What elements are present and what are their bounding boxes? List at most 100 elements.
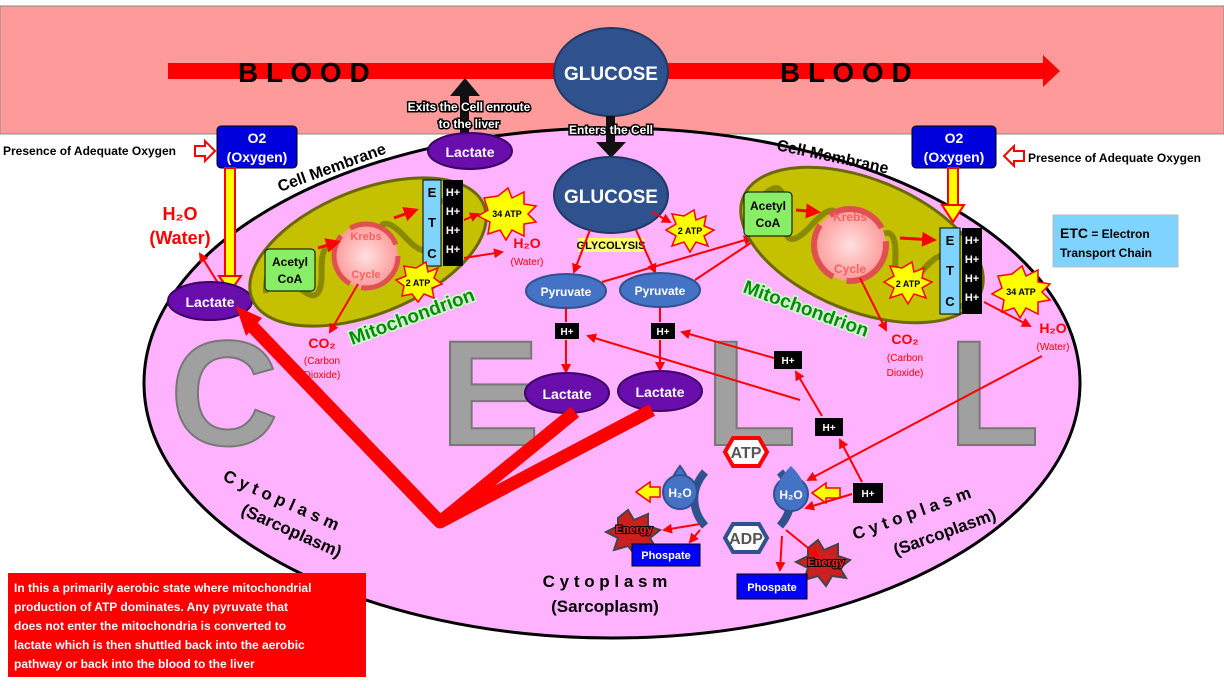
svg-text:Lactate: Lactate: [185, 294, 234, 310]
water-mito-left-word: (Water): [511, 257, 544, 268]
svg-text:H+: H+: [965, 273, 979, 285]
svg-text:Pyruvate: Pyruvate: [635, 284, 686, 298]
note-line-5: pathway or back into the blood to the li…: [14, 657, 255, 671]
co2-left: CO₂: [308, 335, 335, 351]
svg-text:Energy: Energy: [807, 557, 845, 569]
svg-text:ADP: ADP: [729, 531, 763, 548]
svg-text:Krebs: Krebs: [350, 231, 381, 243]
h2o-drop-left: H₂O: [662, 464, 698, 510]
cell-letters: C E L L: [169, 308, 1041, 478]
svg-text:ETC = Electron: ETC = Electron: [1060, 225, 1150, 241]
cell-letter-l2: L: [948, 309, 1040, 477]
blood-label-right: B L O O D: [780, 57, 912, 88]
mitochondrion-left: E T C H+ H+ H+ H+ Krebs Cycle Acetyl CoA…: [248, 176, 488, 328]
svg-text:O2: O2: [945, 130, 964, 146]
carbon-right: (Carbon: [887, 353, 923, 364]
cytoplasm-center: C y t o p l a s m: [543, 572, 668, 591]
presence-right: Presence of Adequate Oxygen: [1028, 151, 1201, 165]
svg-text:T: T: [428, 215, 436, 230]
note-box: [8, 573, 366, 677]
glucose-cell-label: GLUCOSE: [564, 187, 658, 208]
svg-text:H+: H+: [446, 187, 460, 199]
svg-text:H+: H+: [446, 244, 460, 256]
svg-text:C: C: [945, 294, 955, 309]
svg-text:Phospate: Phospate: [747, 582, 797, 594]
svg-text:(Oxygen): (Oxygen): [924, 149, 985, 165]
glucose-blood-label: GLUCOSE: [564, 64, 658, 85]
svg-text:H+: H+: [861, 489, 874, 500]
svg-text:T: T: [946, 263, 954, 278]
svg-text:C: C: [427, 246, 437, 261]
h2o-drop-right: H₂O: [773, 466, 809, 512]
water-mito-right-word: (Water): [1037, 342, 1070, 353]
dioxide-right: Dioxide): [887, 368, 924, 379]
water-left-word: (Water): [149, 228, 210, 248]
note-line-2: production of ATP dominates. Any pyruvat…: [14, 600, 288, 614]
svg-text:Acetyl: Acetyl: [272, 255, 308, 269]
note-line-4: lactate which is then shuttled back into…: [14, 638, 305, 652]
mitochondrion-right: E T C H+ H+ H+ H+ Krebs Cycle Acetyl CoA…: [739, 165, 985, 325]
blood-flow-arrows: [168, 55, 1060, 87]
exits-label-1: Exits the Cell enroute: [408, 100, 531, 114]
svg-text:Acetyl: Acetyl: [750, 199, 786, 213]
carbon-left: (Carbon: [304, 356, 340, 367]
enters-label: Enters the Cell: [569, 123, 653, 137]
co2-right: CO₂: [891, 331, 918, 347]
svg-text:Lactate: Lactate: [635, 384, 684, 400]
svg-text:Lactate: Lactate: [445, 144, 494, 160]
svg-text:(Oxygen): (Oxygen): [227, 149, 288, 165]
svg-text:H₂O: H₂O: [779, 488, 802, 502]
lactate-center-right: [617, 370, 703, 412]
svg-text:ATP: ATP: [731, 445, 762, 462]
svg-text:Lactate: Lactate: [542, 386, 591, 402]
water-mito-left: H₂O: [513, 235, 540, 251]
svg-text:CoA: CoA: [278, 272, 303, 286]
sarcoplasm-center: (Sarcoplasm): [551, 597, 659, 616]
svg-text:E: E: [946, 233, 955, 248]
atp34-right: 34 ATP: [1006, 287, 1036, 297]
atp2-glycolysis: 2 ATP: [678, 226, 703, 236]
o2-left: O2 (Oxygen): [216, 125, 298, 169]
svg-text:H+: H+: [965, 292, 979, 304]
glucose-cell: [553, 156, 669, 234]
glycolysis-label: GLYCOLYSIS: [577, 240, 646, 252]
svg-text:Phospate: Phospate: [641, 550, 691, 562]
lactate-exit: [427, 132, 513, 170]
svg-text:H+: H+: [560, 327, 573, 338]
exits-label-2: to the liver: [439, 117, 500, 131]
atp34-left: 34 ATP: [492, 209, 522, 219]
presence-left: Presence of Adequate Oxygen: [3, 144, 176, 158]
svg-text:H+: H+: [781, 356, 794, 367]
svg-text:E: E: [428, 185, 437, 200]
svg-text:H+: H+: [965, 235, 979, 247]
svg-text:H+: H+: [656, 327, 669, 338]
water-left: H₂O: [163, 204, 198, 224]
svg-text:Krebs: Krebs: [833, 210, 867, 224]
water-mito-right: H₂O: [1039, 320, 1066, 336]
o2-right: O2 (Oxygen): [911, 125, 997, 169]
svg-text:CoA: CoA: [756, 216, 781, 230]
svg-text:Energy: Energy: [615, 524, 653, 536]
svg-text:2 ATP: 2 ATP: [406, 278, 431, 288]
phospate-right: [736, 573, 808, 600]
pyruvate-right: [619, 272, 701, 308]
svg-text:O2: O2: [248, 130, 267, 146]
phospate-left: [631, 543, 701, 567]
svg-text:H₂O: H₂O: [668, 486, 691, 500]
svg-text:2 ATP: 2 ATP: [896, 279, 921, 289]
blood-label-left: B L O O D: [238, 57, 370, 88]
note-line-3: does not enter the mitochondria is conve…: [14, 619, 286, 633]
svg-text:Transport Chain: Transport Chain: [1060, 246, 1152, 260]
note-line-1: In this a primarily aerobic state where …: [14, 581, 311, 595]
svg-text:H+: H+: [822, 423, 835, 434]
svg-text:Pyruvate: Pyruvate: [541, 285, 592, 299]
svg-text:H+: H+: [446, 206, 460, 218]
svg-text:H+: H+: [965, 254, 979, 266]
svg-text:Cycle: Cycle: [834, 262, 866, 276]
dioxide-left: Dioxide): [304, 370, 341, 381]
h-plus-boxes: H+ H+ H+ H+ H+: [555, 323, 883, 503]
etc-key: [1052, 214, 1179, 268]
svg-text:H+: H+: [446, 225, 460, 237]
svg-text:Cycle: Cycle: [351, 269, 380, 281]
